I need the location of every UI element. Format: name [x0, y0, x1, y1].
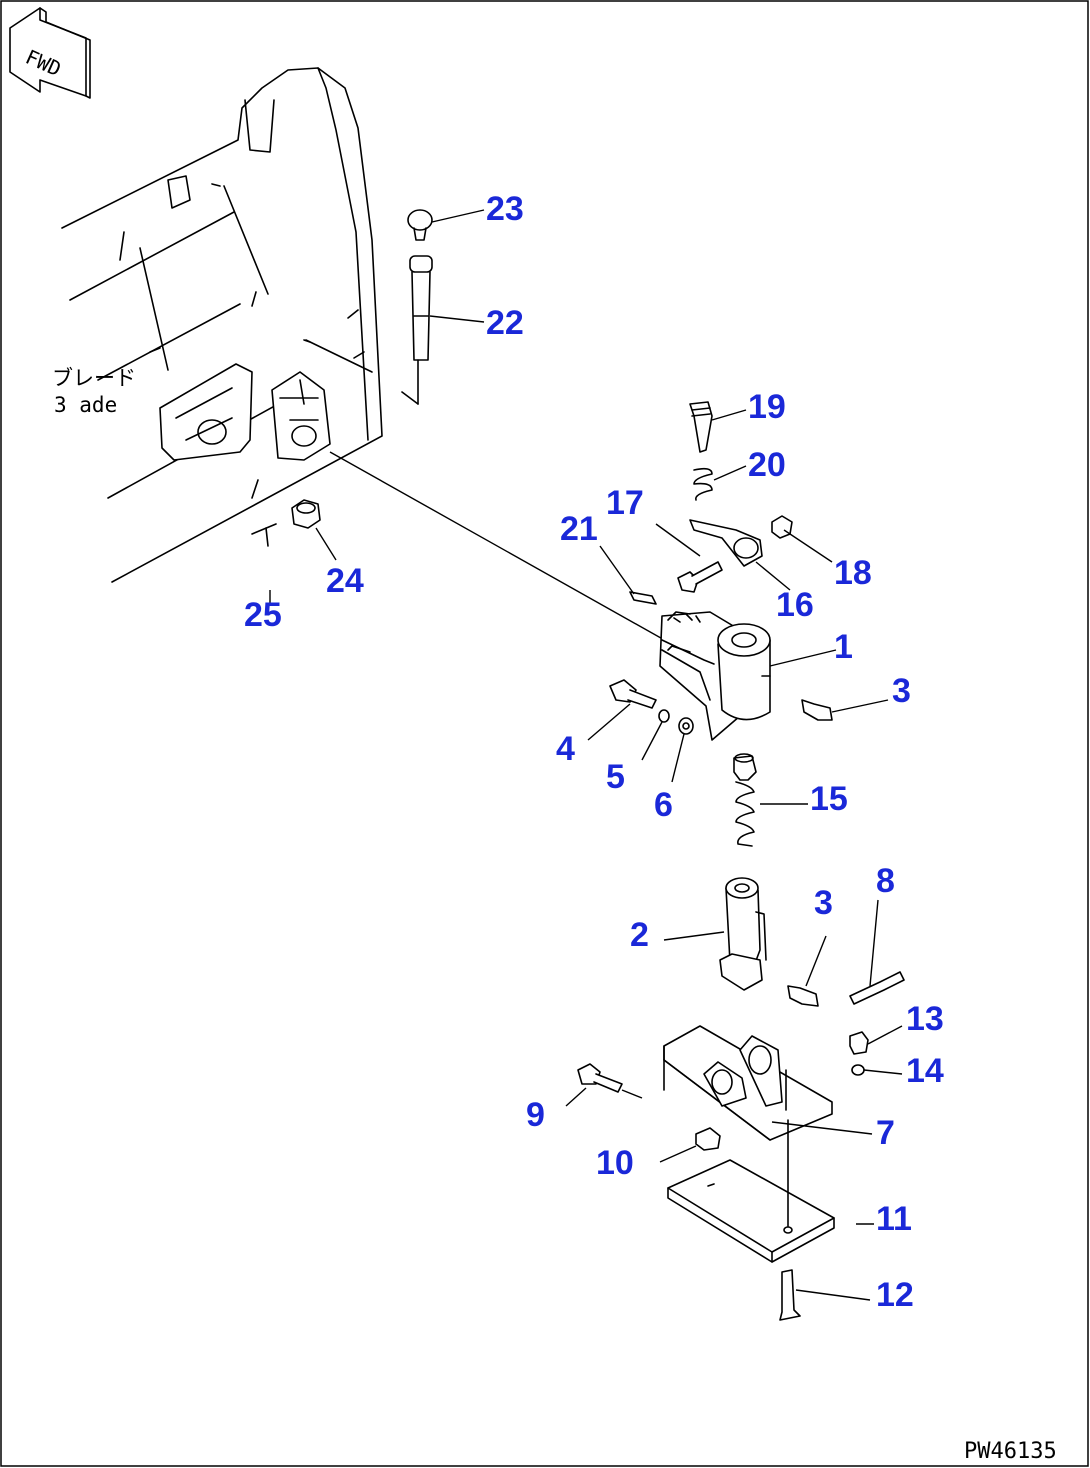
callout-1: 1: [834, 628, 853, 666]
callout-21: 21: [560, 510, 598, 548]
callout-6: 6: [654, 786, 673, 824]
callout-14: 14: [906, 1052, 944, 1090]
part-16-lever: [689, 519, 763, 567]
part-18-nut: [771, 515, 793, 539]
callout-16: 16: [776, 586, 814, 624]
part-12-bolt: [779, 1269, 801, 1321]
callout-3-lower: 3: [814, 884, 833, 922]
part-25-cotter: [251, 523, 277, 547]
callout-20: 20: [748, 446, 786, 484]
part-24-nut: [291, 499, 321, 529]
callout-10: 10: [596, 1144, 634, 1182]
callout-13: 13: [906, 1000, 944, 1038]
callout-2: 2: [630, 916, 649, 954]
leader-lines: [269, 209, 903, 1301]
part-17-bolt: [677, 561, 723, 593]
part-20-spring: [693, 467, 713, 501]
part-19-plug: [689, 401, 713, 453]
callout-9: 9: [526, 1096, 545, 1134]
part-9-bolt: [577, 1063, 643, 1099]
part-15-spindle: [733, 753, 757, 847]
part-11-pad: [667, 1119, 835, 1263]
part-5-washer: [658, 709, 670, 723]
callout-17: 17: [606, 484, 644, 522]
part-10-nut: [695, 1127, 721, 1151]
part-14-washer: [851, 1064, 865, 1076]
fwd-label: FWD: [22, 45, 65, 82]
part-7-base-plate: [663, 1025, 833, 1141]
drawing-number: PW46135: [964, 1439, 1057, 1464]
part-4-bolt: [609, 679, 657, 709]
callout-23: 23: [486, 190, 524, 228]
blade-label-en: 3 ade: [54, 393, 117, 417]
callout-25: 25: [244, 596, 282, 634]
part-3-fitting-upper: [801, 699, 833, 721]
part-2-cylinder: [719, 877, 767, 991]
blade-label-jp: ブレード: [52, 366, 136, 390]
part-23-cap: [407, 209, 433, 241]
callout-5: 5: [606, 758, 625, 796]
callout-labels: 23 22 19 20 17 21 18 16 24 25 1 3 4 5 6 …: [244, 190, 944, 1314]
part-22-pin: [401, 255, 433, 405]
blade-drawing: [61, 67, 383, 583]
callout-11: 11: [876, 1200, 912, 1238]
callout-15: 15: [810, 780, 848, 818]
callout-3-upper: 3: [892, 672, 911, 710]
part-21-pin: [629, 591, 657, 605]
callout-4: 4: [556, 730, 575, 768]
callout-18: 18: [834, 554, 872, 592]
part-1-housing: [659, 611, 771, 741]
part-3-fitting-lower: [787, 985, 819, 1007]
callout-19: 19: [748, 388, 786, 426]
callout-7: 7: [876, 1114, 895, 1152]
callout-24: 24: [326, 562, 364, 600]
part-8-pin: [849, 971, 905, 1005]
callout-8: 8: [876, 862, 895, 900]
callout-12: 12: [876, 1276, 914, 1314]
callout-22: 22: [486, 304, 524, 342]
fwd-arrow-icon: FWD: [9, 7, 91, 99]
part-6-washer: [678, 717, 694, 735]
part-13-nut: [849, 1031, 869, 1055]
